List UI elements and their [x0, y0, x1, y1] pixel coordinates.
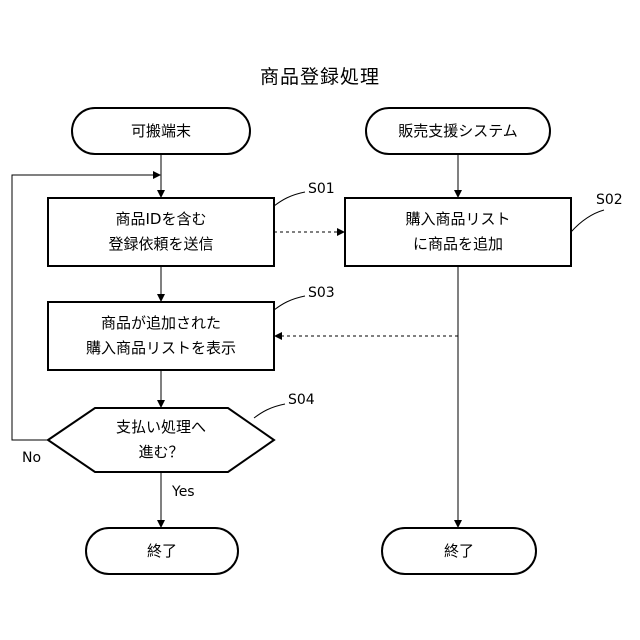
s03-line-2: 購入商品リストを表示: [86, 336, 236, 361]
start-left-line-1: 可搬端末: [131, 119, 191, 144]
leader-s03: [274, 296, 305, 310]
s04-line-1: 支払い処理へ: [116, 415, 206, 440]
s03-line-1: 商品が追加された: [101, 311, 221, 336]
s01-line-1: 商品IDを含む: [116, 207, 207, 232]
s02-text: 購入商品リスト に商品を追加: [345, 198, 571, 266]
s01-text: 商品IDを含む 登録依頼を送信: [48, 198, 274, 266]
leader-s01: [274, 192, 305, 206]
step-label-s03: S03: [308, 285, 335, 301]
end-left-text: 終了: [86, 528, 238, 574]
s04-text: 支払い処理へ 進む？: [72, 408, 250, 472]
end-right-line-1: 終了: [444, 539, 474, 564]
start-right-text: 販売支援システム: [366, 108, 550, 154]
end-left-line-1: 終了: [147, 539, 177, 564]
leader-s04: [254, 404, 285, 418]
start-right-line-1: 販売支援システム: [398, 119, 518, 144]
s01-line-2: 登録依頼を送信: [108, 232, 213, 257]
s02-line-1: 購入商品リスト: [405, 207, 510, 232]
s03-text: 商品が追加された 購入商品リストを表示: [48, 302, 274, 370]
s02-line-2: に商品を追加: [413, 232, 503, 257]
start-left-text: 可搬端末: [72, 108, 250, 154]
step-label-s02: S02: [596, 192, 623, 208]
step-label-s01: S01: [308, 181, 335, 197]
s04-line-2: 進む？: [138, 440, 183, 465]
edge-label-no: No: [22, 450, 41, 466]
leader-s02: [571, 210, 604, 232]
end-right-text: 終了: [382, 528, 536, 574]
step-label-s04: S04: [288, 392, 315, 408]
edge-label-yes: Yes: [172, 484, 195, 500]
